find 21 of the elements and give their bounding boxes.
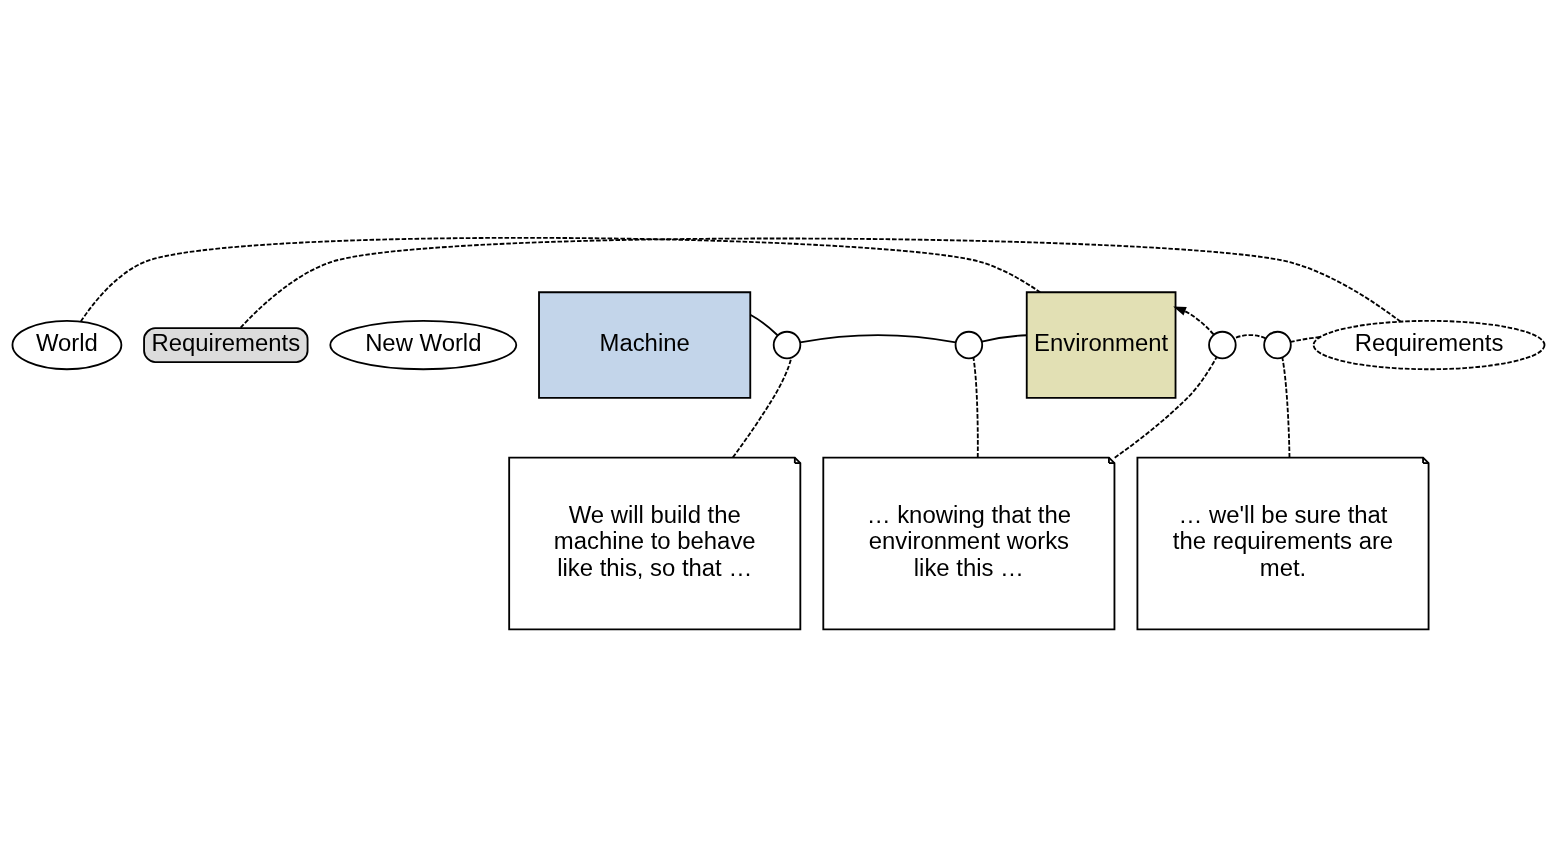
connector <box>1289 335 1321 343</box>
node-ellipse: World <box>11 319 123 370</box>
node-circle <box>772 330 802 359</box>
arrow <box>1173 306 1215 335</box>
connector <box>239 237 1402 329</box>
node-box: Machine <box>538 290 752 399</box>
connector <box>972 356 979 458</box>
node-ellipse: Requirements <box>1312 319 1546 370</box>
connector <box>1281 356 1291 458</box>
node-box: Requirements <box>143 326 309 363</box>
node-circle <box>1263 330 1292 359</box>
connector <box>79 236 1042 322</box>
connector <box>799 333 957 343</box>
node-circle <box>1208 330 1237 359</box>
connector <box>1113 355 1218 459</box>
node-ellipse: New World <box>329 319 518 370</box>
node-circle <box>954 330 984 359</box>
connector <box>980 333 1028 342</box>
node-box: Environment <box>1025 290 1177 399</box>
connector <box>749 313 779 336</box>
connector <box>1233 333 1267 339</box>
